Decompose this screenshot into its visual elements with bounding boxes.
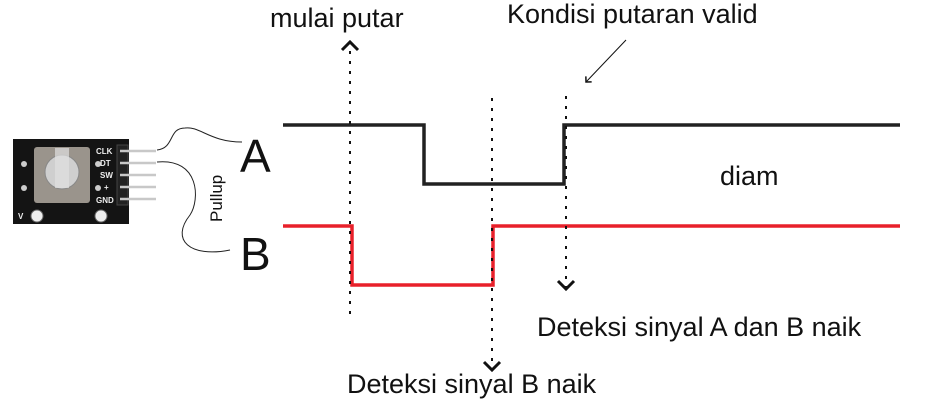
pin-label-sw: SW bbox=[100, 171, 113, 180]
waveform-a bbox=[283, 123, 900, 186]
valid-pointer-arrow bbox=[585, 39, 627, 83]
wire-a bbox=[156, 127, 243, 151]
idle-label: diam bbox=[720, 161, 779, 191]
pin-label-dt: DT bbox=[100, 159, 111, 168]
mount-hole bbox=[94, 209, 108, 223]
pin-label-gnd: GND bbox=[96, 196, 114, 205]
detect-b-label: Deteksi sinyal B naik bbox=[347, 369, 597, 399]
pin-label-vcc: + bbox=[104, 183, 109, 192]
rotary-encoder-module: V CLK DT SW + GND bbox=[13, 139, 156, 224]
header-pins bbox=[120, 149, 156, 201]
signal-a-label: A bbox=[240, 130, 271, 182]
shaft-highlight bbox=[55, 148, 69, 188]
corner-label: V bbox=[18, 212, 24, 221]
pin-label-clk: CLK bbox=[96, 147, 113, 156]
pullup-label: Pullup bbox=[207, 175, 226, 222]
solder-pad bbox=[21, 185, 27, 191]
mount-hole bbox=[30, 209, 44, 223]
wire-b bbox=[156, 161, 231, 253]
valid-rotation-label: Kondisi putaran valid bbox=[507, 0, 758, 29]
waveform-b bbox=[283, 224, 900, 287]
solder-pad bbox=[95, 185, 101, 191]
signal-b-label: B bbox=[240, 228, 271, 280]
detect-ab-label: Deteksi sinyal A dan B naik bbox=[537, 312, 862, 342]
start-rotation-label: mulai putar bbox=[270, 3, 404, 33]
solder-pad bbox=[21, 161, 27, 167]
solder-pad bbox=[95, 161, 101, 167]
